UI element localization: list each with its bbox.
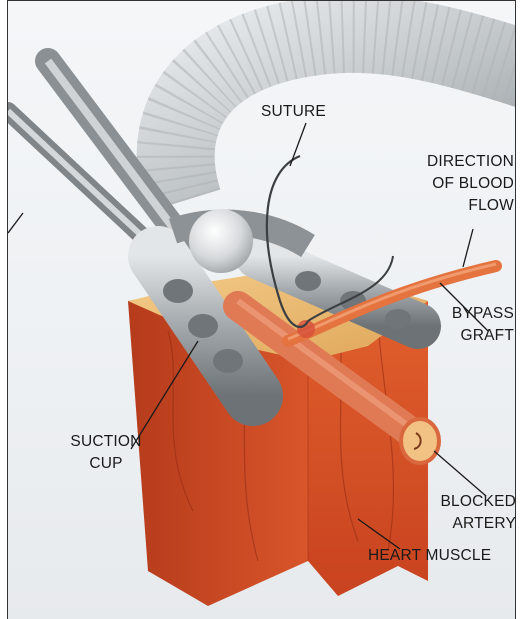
label-heart-muscle: HEART MUSCLE [368, 545, 491, 567]
label-suction-cup: SUCTION CUP [58, 431, 154, 475]
suture-leader [290, 123, 306, 166]
label-bypass-graft: BYPASS GRAFT [418, 303, 514, 347]
label-direction-line3: FLOW [404, 195, 514, 217]
label-direction-line2: OF BLOOD [404, 173, 514, 195]
label-blocked-line2: ARTERY [424, 513, 516, 535]
illustration-frame: SUTURE DIRECTION OF BLOOD FLOW BYPASS GR… [7, 0, 516, 619]
label-blocked-artery: BLOCKED ARTERY [424, 491, 516, 535]
blocked-artery-leader [434, 451, 486, 496]
label-direction-of-blood-flow: DIRECTION OF BLOOD FLOW [404, 151, 514, 217]
label-suction-line1: SUCTION [58, 431, 154, 453]
label-bypass-line2: GRAFT [418, 325, 514, 347]
label-direction-line1: DIRECTION [404, 151, 514, 173]
label-suture: SUTURE [261, 101, 326, 123]
blood-flow-leader [463, 229, 473, 267]
label-blocked-line1: BLOCKED [424, 491, 516, 513]
label-suction-line2: CUP [58, 453, 154, 475]
label-bypass-line1: BYPASS [418, 303, 514, 325]
edge-leader [8, 213, 23, 233]
